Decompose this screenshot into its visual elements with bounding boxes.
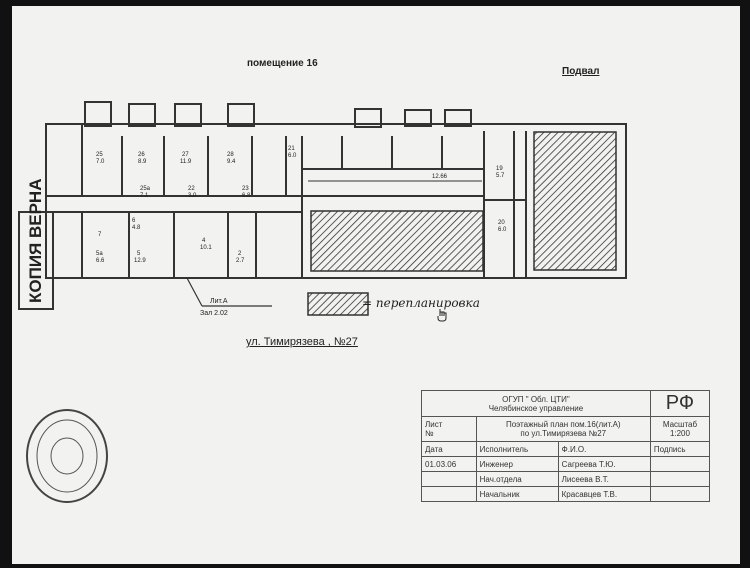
room-27-area: 11.9 xyxy=(180,159,192,165)
engineer-label: Инженер xyxy=(475,456,559,472)
room-23-area: 6.8 xyxy=(242,193,251,199)
room-6-area: 4.8 xyxy=(132,225,141,231)
floor-plan xyxy=(45,101,627,316)
executor-label: Исполнитель xyxy=(475,441,559,457)
head-dept-name: Лисеева В.Т. xyxy=(557,471,651,487)
lit-a-sub: Зал 2.02 xyxy=(200,310,228,317)
row-date: 01.03.06 xyxy=(421,456,477,472)
replanned-area-1 xyxy=(310,210,484,272)
room-23-num: 23 xyxy=(242,186,249,192)
legend-hatch-sample xyxy=(307,292,369,316)
number-label: № xyxy=(425,429,434,438)
head-dept-signature xyxy=(649,471,711,487)
document-sheet: помещение 16 Подвал xyxy=(12,6,740,564)
room-26-num: 26 xyxy=(138,152,145,158)
room-2-area: 2.7 xyxy=(236,258,245,264)
engineer-name: Сагреева Т.Ю. xyxy=(557,456,651,472)
head-dept-label: Нач.отдела xyxy=(475,471,559,487)
signature-label: Подпись xyxy=(649,441,711,457)
room-26-area: 8.9 xyxy=(138,159,147,165)
page-title: помещение 16 xyxy=(247,58,318,69)
org-name: ОГУП " Обл. ЦТИ" xyxy=(502,394,570,404)
room-22-num: 22 xyxy=(188,186,195,192)
head-label: Начальник xyxy=(475,486,559,502)
plan-address: по ул.Тимирязева №27 xyxy=(520,429,607,438)
replanning-legend: = перепланировка xyxy=(362,296,480,310)
engineer-signature xyxy=(649,456,711,472)
room-2-num: 2 xyxy=(238,251,242,257)
room-21-num: 21 xyxy=(288,146,295,152)
copy-verified-stamp: КОПИЯ ВЕРНА xyxy=(18,179,54,310)
room-19-num: 19 xyxy=(496,166,503,172)
room-5a-num: 5a xyxy=(96,251,103,257)
scale-value: 1:200 xyxy=(669,429,690,438)
room-4-area: 10.1 xyxy=(200,245,212,251)
room-27-num: 27 xyxy=(182,152,189,158)
room-28-num: 28 xyxy=(227,152,234,158)
room-25a-num: 25a xyxy=(140,186,151,192)
lit-a-label: Лит.А xyxy=(210,298,228,305)
room-25-num: 25 xyxy=(96,152,103,158)
room-25-area: 7.0 xyxy=(96,159,105,165)
room-5a-area: 6.6 xyxy=(96,258,105,264)
scale-label: Масштаб xyxy=(662,420,698,429)
head-signature xyxy=(649,486,711,502)
corridor-dimension: 12.66 xyxy=(432,174,448,180)
room-28-area: 9.4 xyxy=(227,159,236,165)
room-7-num: 7 xyxy=(98,232,102,238)
date-label: Дата xyxy=(421,441,477,457)
branch-name: Челябинское управление xyxy=(488,403,584,413)
room-4-num: 4 xyxy=(202,238,206,244)
round-seal xyxy=(26,409,108,503)
room-5-area: 12.9 xyxy=(134,258,146,264)
plan-title: Поэтажный план пом.16(лит.А) xyxy=(505,420,621,429)
cursor-hand-icon xyxy=(437,309,447,322)
head-name: Красавцев Т.В. xyxy=(557,486,651,502)
room-21-area: 6.0 xyxy=(288,153,297,159)
room-20-num: 20 xyxy=(498,220,505,226)
room-20-area: 6.0 xyxy=(498,227,507,233)
room-22-area: 3.0 xyxy=(188,193,197,199)
floor-label: Подвал xyxy=(562,66,600,77)
fio-label: Ф.И.О. xyxy=(557,441,651,457)
sheet-label: Лист xyxy=(425,420,443,429)
room-25a-area: 7.1 xyxy=(140,193,149,199)
title-block: ОГУП " Обл. ЦТИ" Челябинское управление … xyxy=(421,390,711,502)
street-address: ул. Тимирязева , №27 xyxy=(246,336,358,348)
room-19-area: 5.7 xyxy=(496,173,505,179)
country-code: РФ xyxy=(649,390,711,417)
replanned-area-2 xyxy=(533,131,617,271)
room-5-num: 5 xyxy=(137,251,141,257)
room-6-num: 6 xyxy=(132,218,136,224)
